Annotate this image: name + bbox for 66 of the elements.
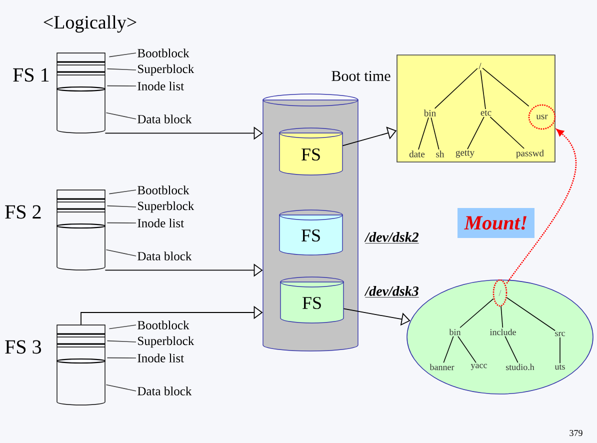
tree-branch	[434, 68, 478, 109]
directory-name: include	[490, 328, 516, 336]
directory-name: getty	[456, 150, 474, 158]
tree-branch	[458, 336, 476, 364]
leader-line	[106, 205, 136, 208]
tree-branch	[443, 336, 454, 364]
tree-branch	[460, 298, 494, 328]
directory-name: yacc	[470, 364, 487, 370]
directory-name: /	[478, 62, 482, 70]
block-label: Data block	[138, 252, 192, 260]
block-label: Bootblock	[138, 186, 190, 194]
leader-line	[108, 190, 136, 194]
stack-label: FS 1	[13, 68, 49, 82]
block-label: Bootblock	[138, 320, 190, 330]
filesystem-cylinder: FS	[279, 210, 343, 256]
directory-name: src	[555, 332, 565, 336]
leader-line	[106, 68, 136, 70]
directory-name: /	[498, 290, 502, 296]
tree-branch	[490, 116, 524, 149]
leader-line	[106, 340, 136, 342]
block-label: Superblock	[138, 336, 194, 348]
tree-branch	[482, 68, 530, 107]
tree-branch	[480, 70, 486, 110]
leader-line	[108, 52, 136, 58]
leader-line	[106, 249, 136, 256]
directory-name: usr	[536, 114, 548, 120]
heading-label: <Logically>	[44, 15, 136, 33]
tree-branch	[430, 117, 440, 150]
filesystem-cylinder: FS	[280, 276, 344, 324]
block-label: Inode list	[138, 82, 184, 90]
block-label: Superblock	[138, 201, 194, 213]
block-label: Data block	[138, 114, 192, 124]
tree-branch	[506, 297, 556, 332]
directory-name: bin	[449, 328, 461, 336]
leader-line	[108, 324, 136, 330]
leader-line	[106, 357, 136, 358]
mount-arrow	[506, 128, 577, 284]
block-label: Data block	[138, 386, 192, 396]
directory-name: bin	[424, 110, 436, 116]
panel-caption: Boot time	[332, 70, 390, 82]
directory-name: sh	[436, 150, 444, 158]
block-label: Superblock	[138, 64, 194, 76]
tree-branch	[504, 336, 518, 363]
page-number: 379	[570, 430, 582, 436]
leader-line	[106, 85, 136, 86]
block-label: Inode list	[138, 218, 184, 228]
stack-label: FS 2	[5, 205, 41, 219]
device-label: /dev/dsk2	[364, 232, 420, 244]
tree-branch	[500, 306, 504, 328]
directory-name: etc	[480, 110, 492, 116]
device-label: /dev/dsk3	[364, 286, 420, 298]
stack-label: FS 3	[5, 340, 42, 354]
leader-line	[106, 112, 136, 120]
directory-name: passwd	[516, 150, 544, 158]
directory-name: date	[409, 150, 425, 158]
filesystem-cylinder: FS	[279, 128, 343, 176]
block-label: Bootblock	[138, 48, 190, 58]
directory-name: studio.h	[506, 364, 534, 370]
block-label: Inode list	[138, 354, 184, 362]
directory-name: banner	[430, 364, 454, 370]
mount-callout: Mount!	[458, 208, 534, 238]
tree-branch	[467, 116, 484, 150]
tree-branch	[418, 117, 429, 150]
directory-name: uts	[554, 364, 565, 370]
leader-line	[106, 222, 136, 224]
leader-line	[106, 384, 136, 392]
